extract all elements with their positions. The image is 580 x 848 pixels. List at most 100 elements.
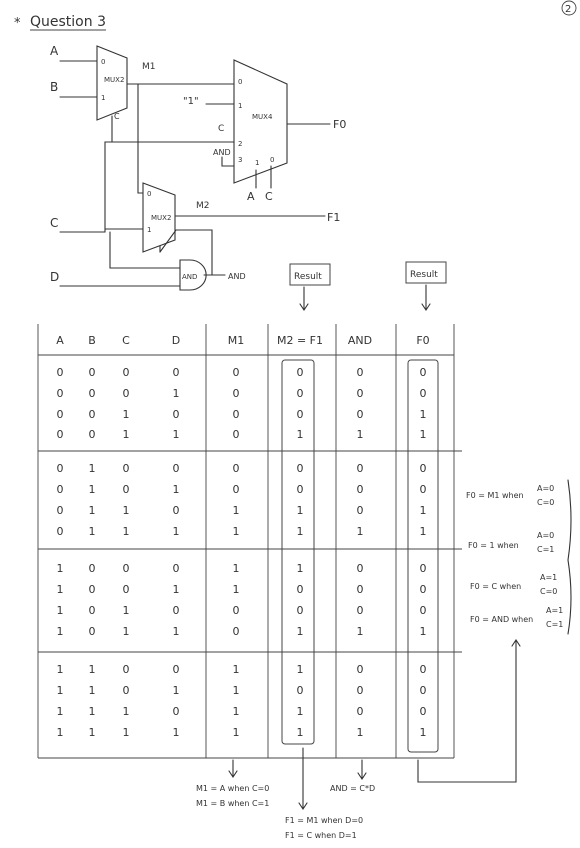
table-cell: 1 xyxy=(173,625,180,638)
table-cell: 0 xyxy=(173,408,180,421)
table-cell: 0 xyxy=(297,684,304,697)
table-cell: 0 xyxy=(57,366,64,379)
table-cell: 0 xyxy=(123,366,130,379)
svg-text:0: 0 xyxy=(238,78,242,86)
table-cell: 0 xyxy=(357,562,364,575)
table-cell: 0 xyxy=(420,684,427,697)
table-cell: 0 xyxy=(89,583,96,596)
svg-text:A=1: A=1 xyxy=(540,573,557,582)
table-cell: 1 xyxy=(357,625,364,638)
and-note-arrow xyxy=(357,759,367,780)
table-cell: 1 xyxy=(173,684,180,697)
table-cell: 1 xyxy=(123,428,130,441)
table-cell: 1 xyxy=(297,504,304,517)
f0-notes: F0 = M1 when A=0 C=0 F0 = 1 when A=0 C=1… xyxy=(466,479,572,635)
wire-m1-to-mux2 xyxy=(137,83,144,194)
table-cell: 1 xyxy=(233,684,240,697)
f1-note-arrow xyxy=(298,747,308,810)
table-cell: 1 xyxy=(57,583,64,596)
input-a-label: A xyxy=(50,44,59,58)
svg-text:1: 1 xyxy=(255,159,259,167)
svg-text:C: C xyxy=(265,190,273,203)
table-cell: 0 xyxy=(297,483,304,496)
header-cell: F0 xyxy=(416,334,429,347)
table-cell: 1 xyxy=(420,726,427,739)
table-cell: 1 xyxy=(89,504,96,517)
question-title: Question 3 xyxy=(30,14,106,30)
table-cell: 0 xyxy=(57,525,64,538)
svg-text:1: 1 xyxy=(238,102,242,110)
table-cell: 0 xyxy=(357,583,364,596)
table-cell: 0 xyxy=(357,462,364,475)
mux2-label: MUX2 xyxy=(151,214,171,222)
page-number-circle xyxy=(561,0,577,16)
table-cell: 0 xyxy=(173,462,180,475)
table-cell: 0 xyxy=(297,604,304,617)
table-cell: 0 xyxy=(357,504,364,517)
table-cell: 0 xyxy=(57,483,64,496)
table-cell: 1 xyxy=(233,726,240,739)
table-cell: 0 xyxy=(173,663,180,676)
table-cell: 1 xyxy=(173,525,180,538)
table-cell: 1 xyxy=(357,726,364,739)
table-cell: 1 xyxy=(123,726,130,739)
table-cell: 1 xyxy=(89,483,96,496)
svg-text:0: 0 xyxy=(147,190,151,198)
table-cell: 1 xyxy=(297,625,304,638)
input-b-label: B xyxy=(50,80,58,94)
table-cell: 1 xyxy=(57,726,64,739)
table-cell: 1 xyxy=(357,428,364,441)
table-cell: 1 xyxy=(297,726,304,739)
svg-text:2: 2 xyxy=(238,140,242,148)
svg-text:A=0: A=0 xyxy=(537,484,554,493)
table-cell: 1 xyxy=(123,705,130,718)
f0-output-label: F0 xyxy=(333,118,346,131)
table-cell: 0 xyxy=(89,625,96,638)
svg-text:1: 1 xyxy=(147,226,151,234)
f1-output-label: F1 xyxy=(327,211,340,224)
svg-text:AND: AND xyxy=(182,273,197,281)
f0-note-4: F0 = AND when xyxy=(470,615,533,624)
f1-note-line2: F1 = C when D=1 xyxy=(285,831,357,840)
table-cell: 1 xyxy=(420,408,427,421)
table-cell: 1 xyxy=(233,562,240,575)
table-cell: 0 xyxy=(420,387,427,400)
svg-text:"1": "1" xyxy=(183,96,199,107)
svg-text:A: A xyxy=(247,190,255,203)
table-cell: 0 xyxy=(123,583,130,596)
table-cell: 0 xyxy=(420,462,427,475)
f0-column-highlight xyxy=(407,359,439,753)
m1-label: M1 xyxy=(142,62,156,72)
table-cell: 1 xyxy=(57,663,64,676)
mux4-label: MUX4 xyxy=(252,113,273,121)
table-cell: 1 xyxy=(233,504,240,517)
and-note-line: AND = C*D xyxy=(330,784,375,793)
table-cell: 0 xyxy=(173,562,180,575)
result-tag-f0 xyxy=(405,261,447,284)
svg-text:C: C xyxy=(114,112,120,121)
table-cell: 0 xyxy=(123,663,130,676)
table-cell: 1 xyxy=(57,705,64,718)
table-cell: 0 xyxy=(233,428,240,441)
table-cell: 0 xyxy=(357,483,364,496)
table-cell: 1 xyxy=(57,562,64,575)
table-cell: 0 xyxy=(297,387,304,400)
mux4-block xyxy=(233,59,288,184)
bullet-star: * xyxy=(14,16,21,31)
table-cell: 1 xyxy=(123,504,130,517)
svg-text:A=0: A=0 xyxy=(537,531,554,540)
table-cell: 1 xyxy=(297,562,304,575)
table-cell: 0 xyxy=(297,462,304,475)
header-cell: D xyxy=(172,334,180,347)
table-cell: 1 xyxy=(173,428,180,441)
f0-note-2: F0 = 1 when xyxy=(468,541,519,550)
result-tag-m2 xyxy=(289,263,331,286)
table-cell: 0 xyxy=(297,366,304,379)
table-cell: 1 xyxy=(420,504,427,517)
table-cell: 0 xyxy=(420,604,427,617)
table-cell: 1 xyxy=(123,625,130,638)
table-cell: 1 xyxy=(123,525,130,538)
